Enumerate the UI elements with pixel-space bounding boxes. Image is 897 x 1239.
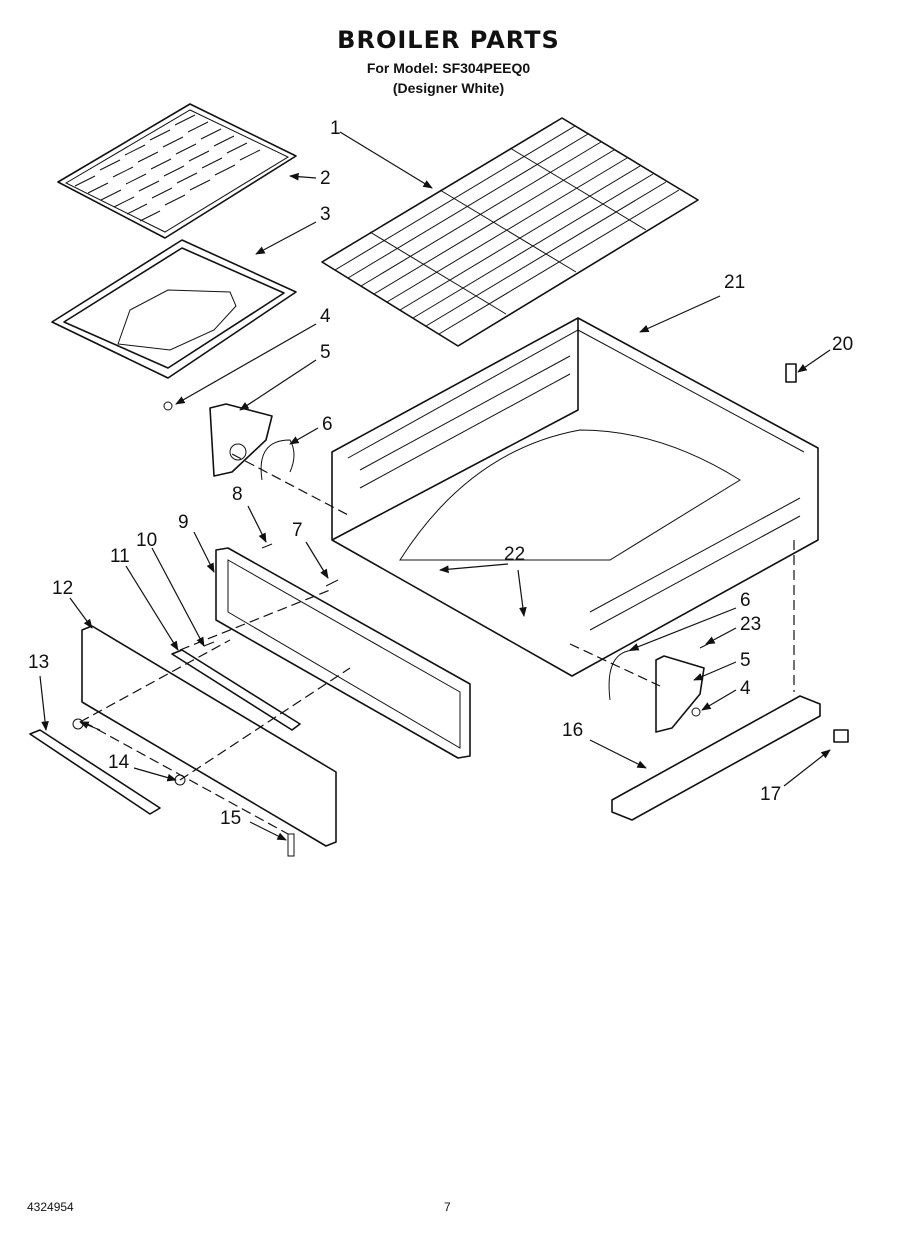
callout-3: 3 bbox=[320, 204, 331, 225]
callout-4: 4 bbox=[320, 306, 331, 327]
document-number: 4324954 bbox=[27, 1200, 74, 1214]
oven-rack-part bbox=[321, 117, 699, 347]
callout-22: 22 bbox=[504, 544, 525, 565]
leader-lines bbox=[39, 131, 831, 841]
callout-6-right: 6 bbox=[740, 590, 751, 611]
broiler-grid-part bbox=[57, 103, 297, 239]
callout-8: 8 bbox=[232, 484, 243, 505]
page-number: 7 bbox=[444, 1200, 451, 1214]
callout-10: 10 bbox=[136, 530, 157, 551]
callout-12: 12 bbox=[52, 578, 73, 599]
callout-4-right: 4 bbox=[740, 678, 751, 699]
broiler-pan-part bbox=[51, 239, 297, 379]
callout-14: 14 bbox=[108, 752, 130, 773]
callout-16: 16 bbox=[562, 720, 583, 741]
page-title: BROILER PARTS bbox=[337, 26, 560, 54]
callout-labels: 1 2 3 4 5 6 7 8 9 10 11 12 13 14 15 16 1… bbox=[28, 118, 853, 829]
callout-11: 11 bbox=[110, 546, 130, 567]
callout-2: 2 bbox=[320, 168, 331, 189]
callout-5: 5 bbox=[320, 342, 331, 363]
callout-20: 20 bbox=[832, 334, 853, 355]
callout-7: 7 bbox=[292, 520, 303, 541]
callout-17: 17 bbox=[760, 784, 781, 805]
callout-15: 15 bbox=[220, 808, 241, 829]
callout-23: 23 bbox=[740, 614, 761, 635]
color-line: (Designer White) bbox=[392, 80, 505, 96]
callout-21: 21 bbox=[724, 272, 745, 293]
callout-13: 13 bbox=[28, 652, 49, 673]
callout-6: 6 bbox=[322, 414, 333, 435]
broiler-drawer-part bbox=[331, 317, 819, 677]
callout-9: 9 bbox=[178, 512, 189, 533]
callout-5-right: 5 bbox=[740, 650, 751, 671]
callout-1: 1 bbox=[330, 118, 341, 139]
alignment-lines bbox=[79, 453, 795, 835]
model-line: For Model: SF304PEEQ0 bbox=[366, 60, 531, 76]
